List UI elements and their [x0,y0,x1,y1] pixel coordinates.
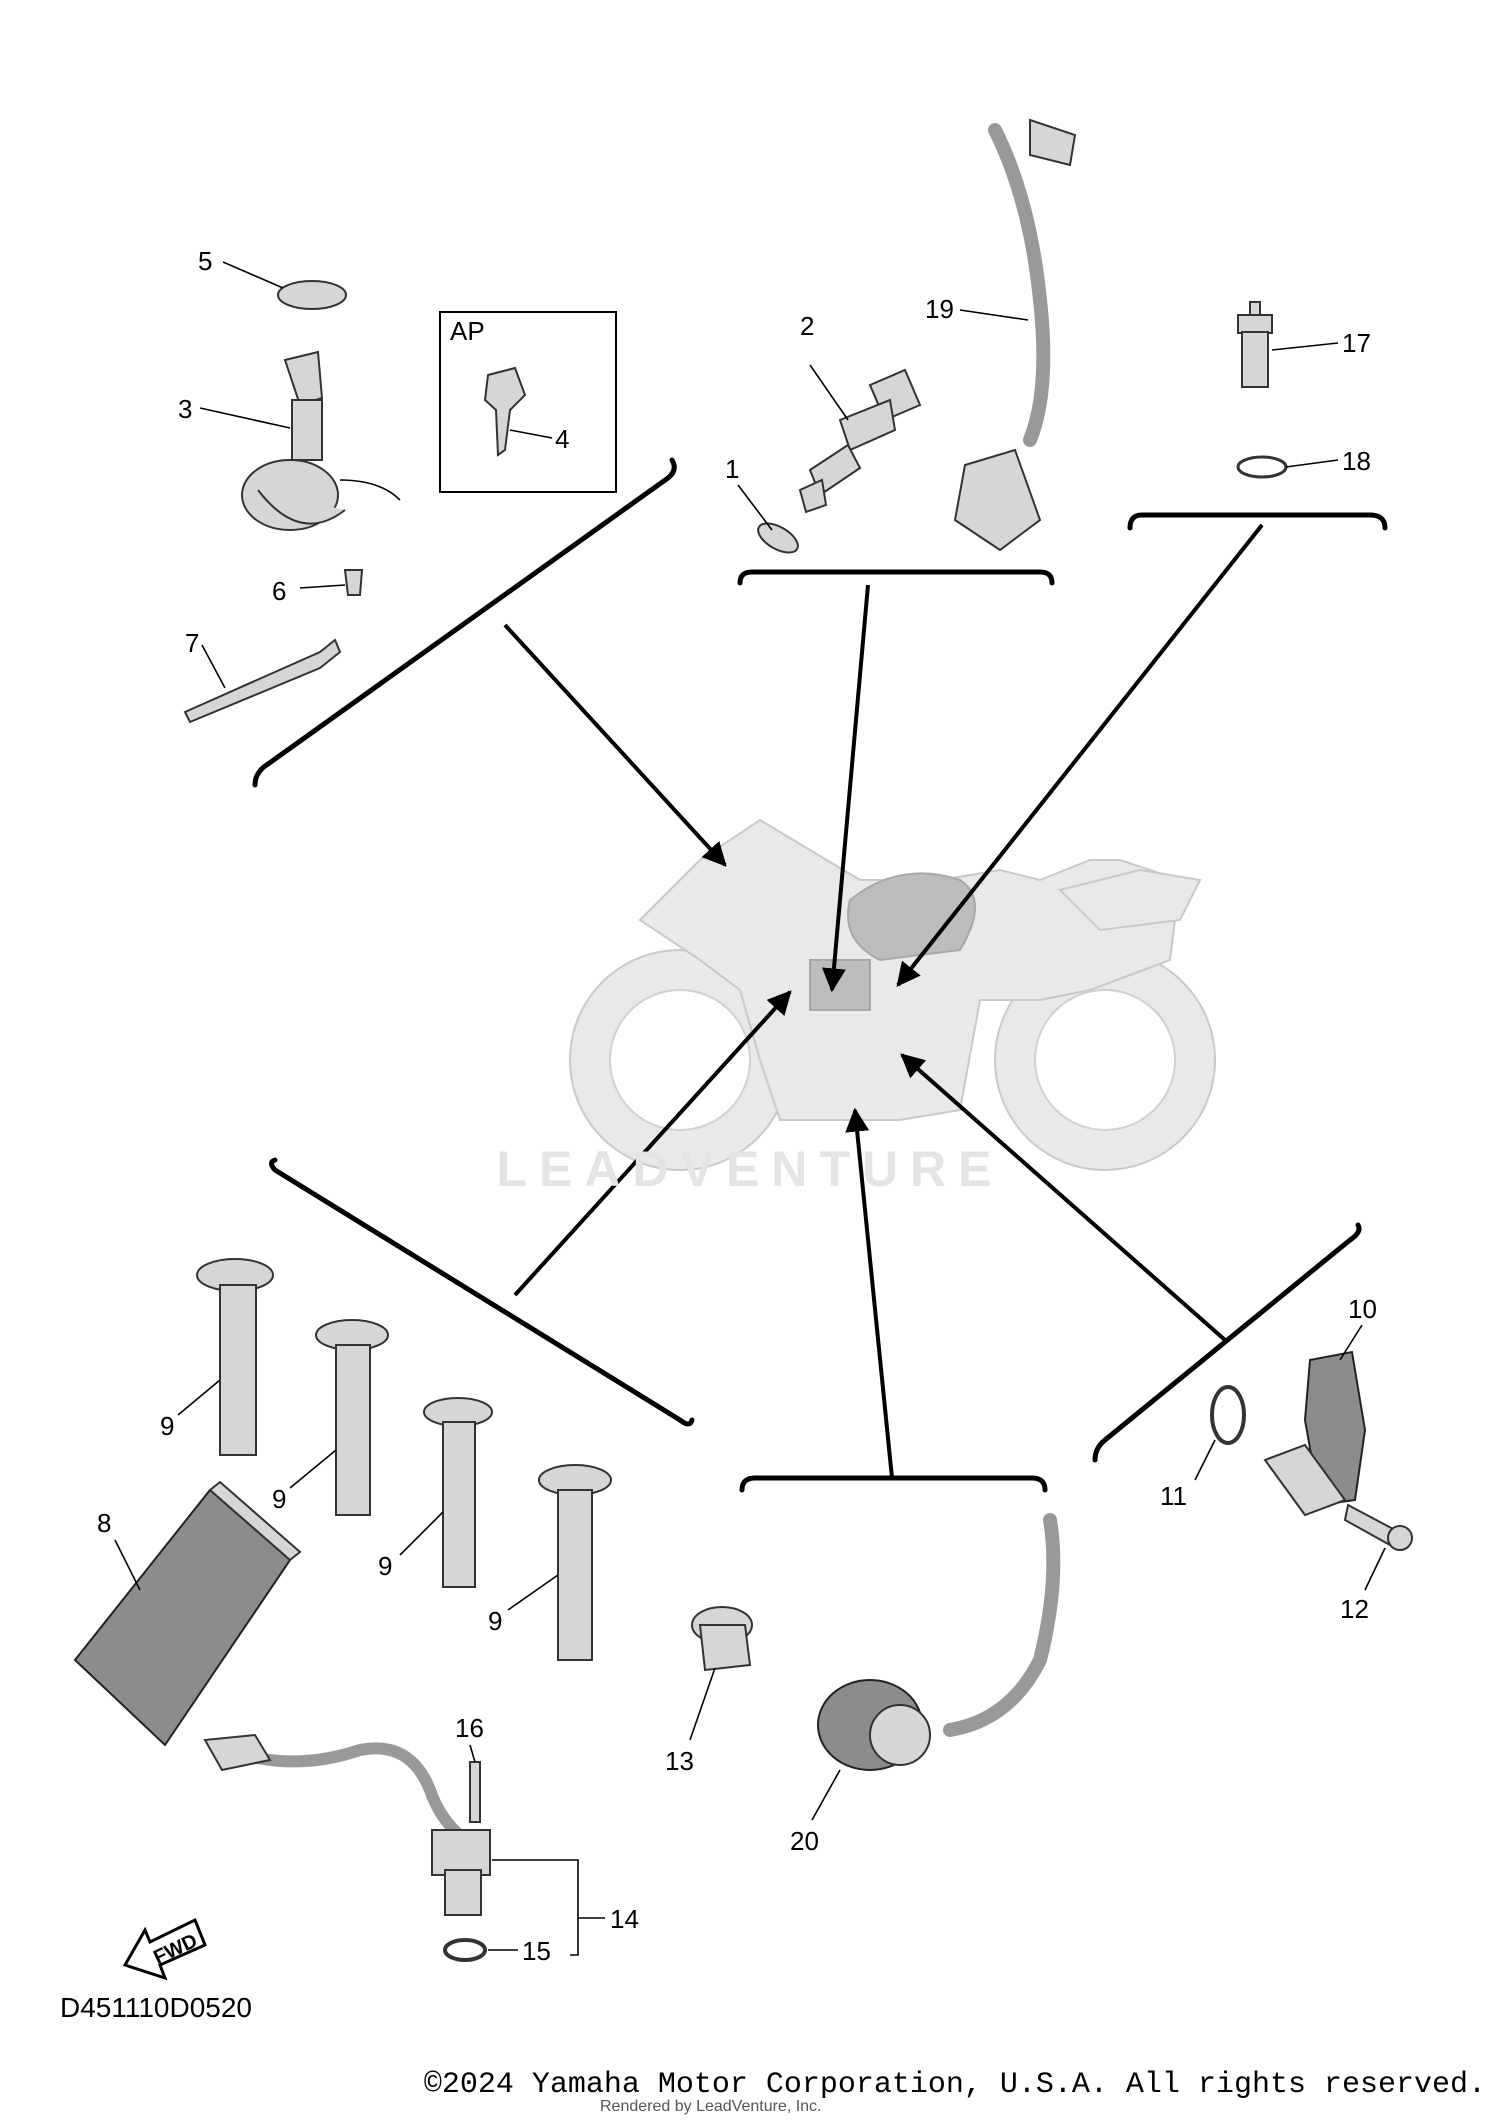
callout-4: 4 [555,424,569,454]
part-3-main-switch [241,350,401,531]
callout-15: 15 [522,1936,551,1966]
part-7-plate [183,638,342,724]
part-9-ignition-coil-c [423,1397,493,1588]
bracket-ignition-group [252,457,727,867]
callout-1: 1 [725,454,739,484]
tail-section [1058,868,1202,932]
callout-9-a: 9 [160,1411,174,1441]
part-2-sensor [798,368,922,514]
part-20-sensor [817,1513,1061,1771]
part-1-gasket [757,522,799,554]
part-6-bolt [343,569,364,596]
part-12-bolt-head [1387,1525,1413,1551]
callout-9-c: 9 [378,1551,392,1581]
ecu-edge [208,1480,302,1562]
part-16-bolt [469,1761,481,1823]
callout-17: 17 [1342,328,1371,358]
diagram-code: D451110D0520 [60,1992,253,2023]
part-9-ignition-coil-a [196,1258,274,1456]
part-10-sensor [1263,1350,1367,1517]
part-5-cover [277,280,347,310]
fwd-arrow-icon: FWD [122,1917,207,1981]
callout-12: 12 [1340,1594,1369,1624]
leadventure-watermark: LEADVENTURE [496,1141,1004,1197]
part-11-o-ring [1210,1385,1246,1445]
part-9-ignition-coil-d [538,1464,612,1661]
bracket-sensor20-group [739,1107,1048,1493]
callout-20: 20 [790,1826,819,1856]
callout-14: 14 [610,1904,639,1934]
copyright-notice: ©2024 Yamaha Motor Corporation, U.S.A. A… [423,2068,1486,2102]
callout-9-d: 9 [488,1606,502,1636]
callout-16: 16 [455,1713,484,1743]
ap-box-label: AP [450,316,485,346]
callout-13: 13 [665,1746,694,1776]
bracket-sensor10-group [900,1053,1362,1463]
ecu-location [809,959,871,1011]
bracket-sensor17-group [896,512,1388,987]
callout-9-b: 9 [272,1484,286,1514]
part-15-o-ring [443,1938,487,1962]
bracket-sensor2-group [737,569,1055,993]
callout-3: 3 [178,394,192,424]
callout-8: 8 [97,1508,111,1538]
callout-7: 7 [185,628,199,658]
callout-11: 11 [1160,1481,1187,1511]
part-14-sensor [203,1733,491,1916]
callout-6: 6 [272,576,286,606]
part-9-ignition-coil-b [315,1319,389,1516]
callout-labels: 5 3 4 6 7 1 2 19 17 18 9 9 9 9 8 10 11 1… [97,246,1377,1966]
part-17-sensor [1237,301,1273,388]
part-19-sensor-lead [953,118,1077,552]
callout-5: 5 [198,246,212,276]
motorcycle-illustration [569,818,1216,1171]
rendered-by-notice: Rendered by LeadVenture, Inc. [600,2098,822,2115]
bracket-ignition-coil-group [269,990,792,1427]
ap-box: AP [439,311,617,493]
callout-10: 10 [1348,1294,1377,1324]
part-18-gasket [1236,455,1288,479]
leader-lines [114,261,1386,1956]
key-icon [483,366,527,457]
callout-2: 2 [800,311,814,341]
callout-19: 19 [925,294,954,324]
callout-18: 18 [1342,446,1371,476]
part-13-sensor [691,1606,753,1672]
fuel-tank [847,872,976,962]
